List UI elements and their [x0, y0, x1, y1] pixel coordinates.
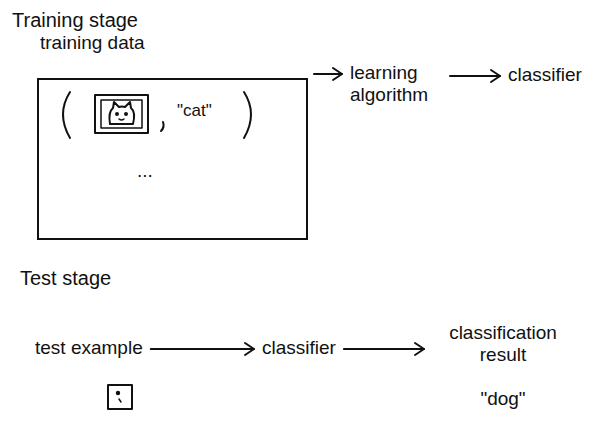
- cat-mouth: [119, 119, 124, 120]
- step-text: classifier: [260, 335, 338, 361]
- node-detail: "dog": [432, 388, 574, 410]
- arrow-head: [415, 343, 424, 355]
- cat-drawing: [109, 102, 134, 124]
- cat-eye: [125, 113, 127, 115]
- test-image-mark: [117, 392, 119, 394]
- stage-title: Test stage: [20, 266, 111, 290]
- node-text: classifier: [508, 64, 582, 86]
- data-box-border: [37, 78, 308, 240]
- comma: [161, 122, 164, 131]
- node-text: classifier: [262, 337, 336, 359]
- step-text: classification result "dog": [430, 320, 576, 412]
- arrow-connector: [314, 68, 342, 80]
- node-text: classification result: [432, 322, 574, 366]
- parenthesis: [63, 92, 70, 138]
- arrow-connector: [450, 70, 500, 82]
- step-text: test example: [33, 335, 145, 361]
- test-image: [108, 385, 132, 409]
- data-box: training data "cat"...: [37, 32, 308, 240]
- test-image-mark: [119, 399, 121, 402]
- arrow-line: [314, 73, 342, 75]
- arrow-head: [245, 343, 254, 355]
- node-text: test example: [35, 337, 143, 359]
- cat-eye: [116, 113, 118, 115]
- image-frame: [95, 95, 148, 133]
- arrow-line: [450, 75, 500, 77]
- node-text: training data: [40, 32, 145, 54]
- node-detail: ...: [137, 160, 153, 182]
- image-frame-inner: [101, 100, 142, 128]
- stage-title: Training stage: [12, 8, 138, 32]
- step-text: classifier: [506, 62, 584, 88]
- arrow-head: [333, 68, 342, 80]
- parenthesis: [244, 92, 251, 138]
- arrow-line: [151, 348, 254, 350]
- node-detail: "cat": [177, 100, 212, 122]
- arrow-head: [491, 70, 500, 82]
- arrow-line: [344, 348, 424, 350]
- node-text: learning algorithm: [350, 62, 442, 106]
- step-text: learning algorithm: [348, 60, 444, 108]
- arrow-connector: [151, 343, 254, 355]
- arrow-connector: [344, 343, 424, 355]
